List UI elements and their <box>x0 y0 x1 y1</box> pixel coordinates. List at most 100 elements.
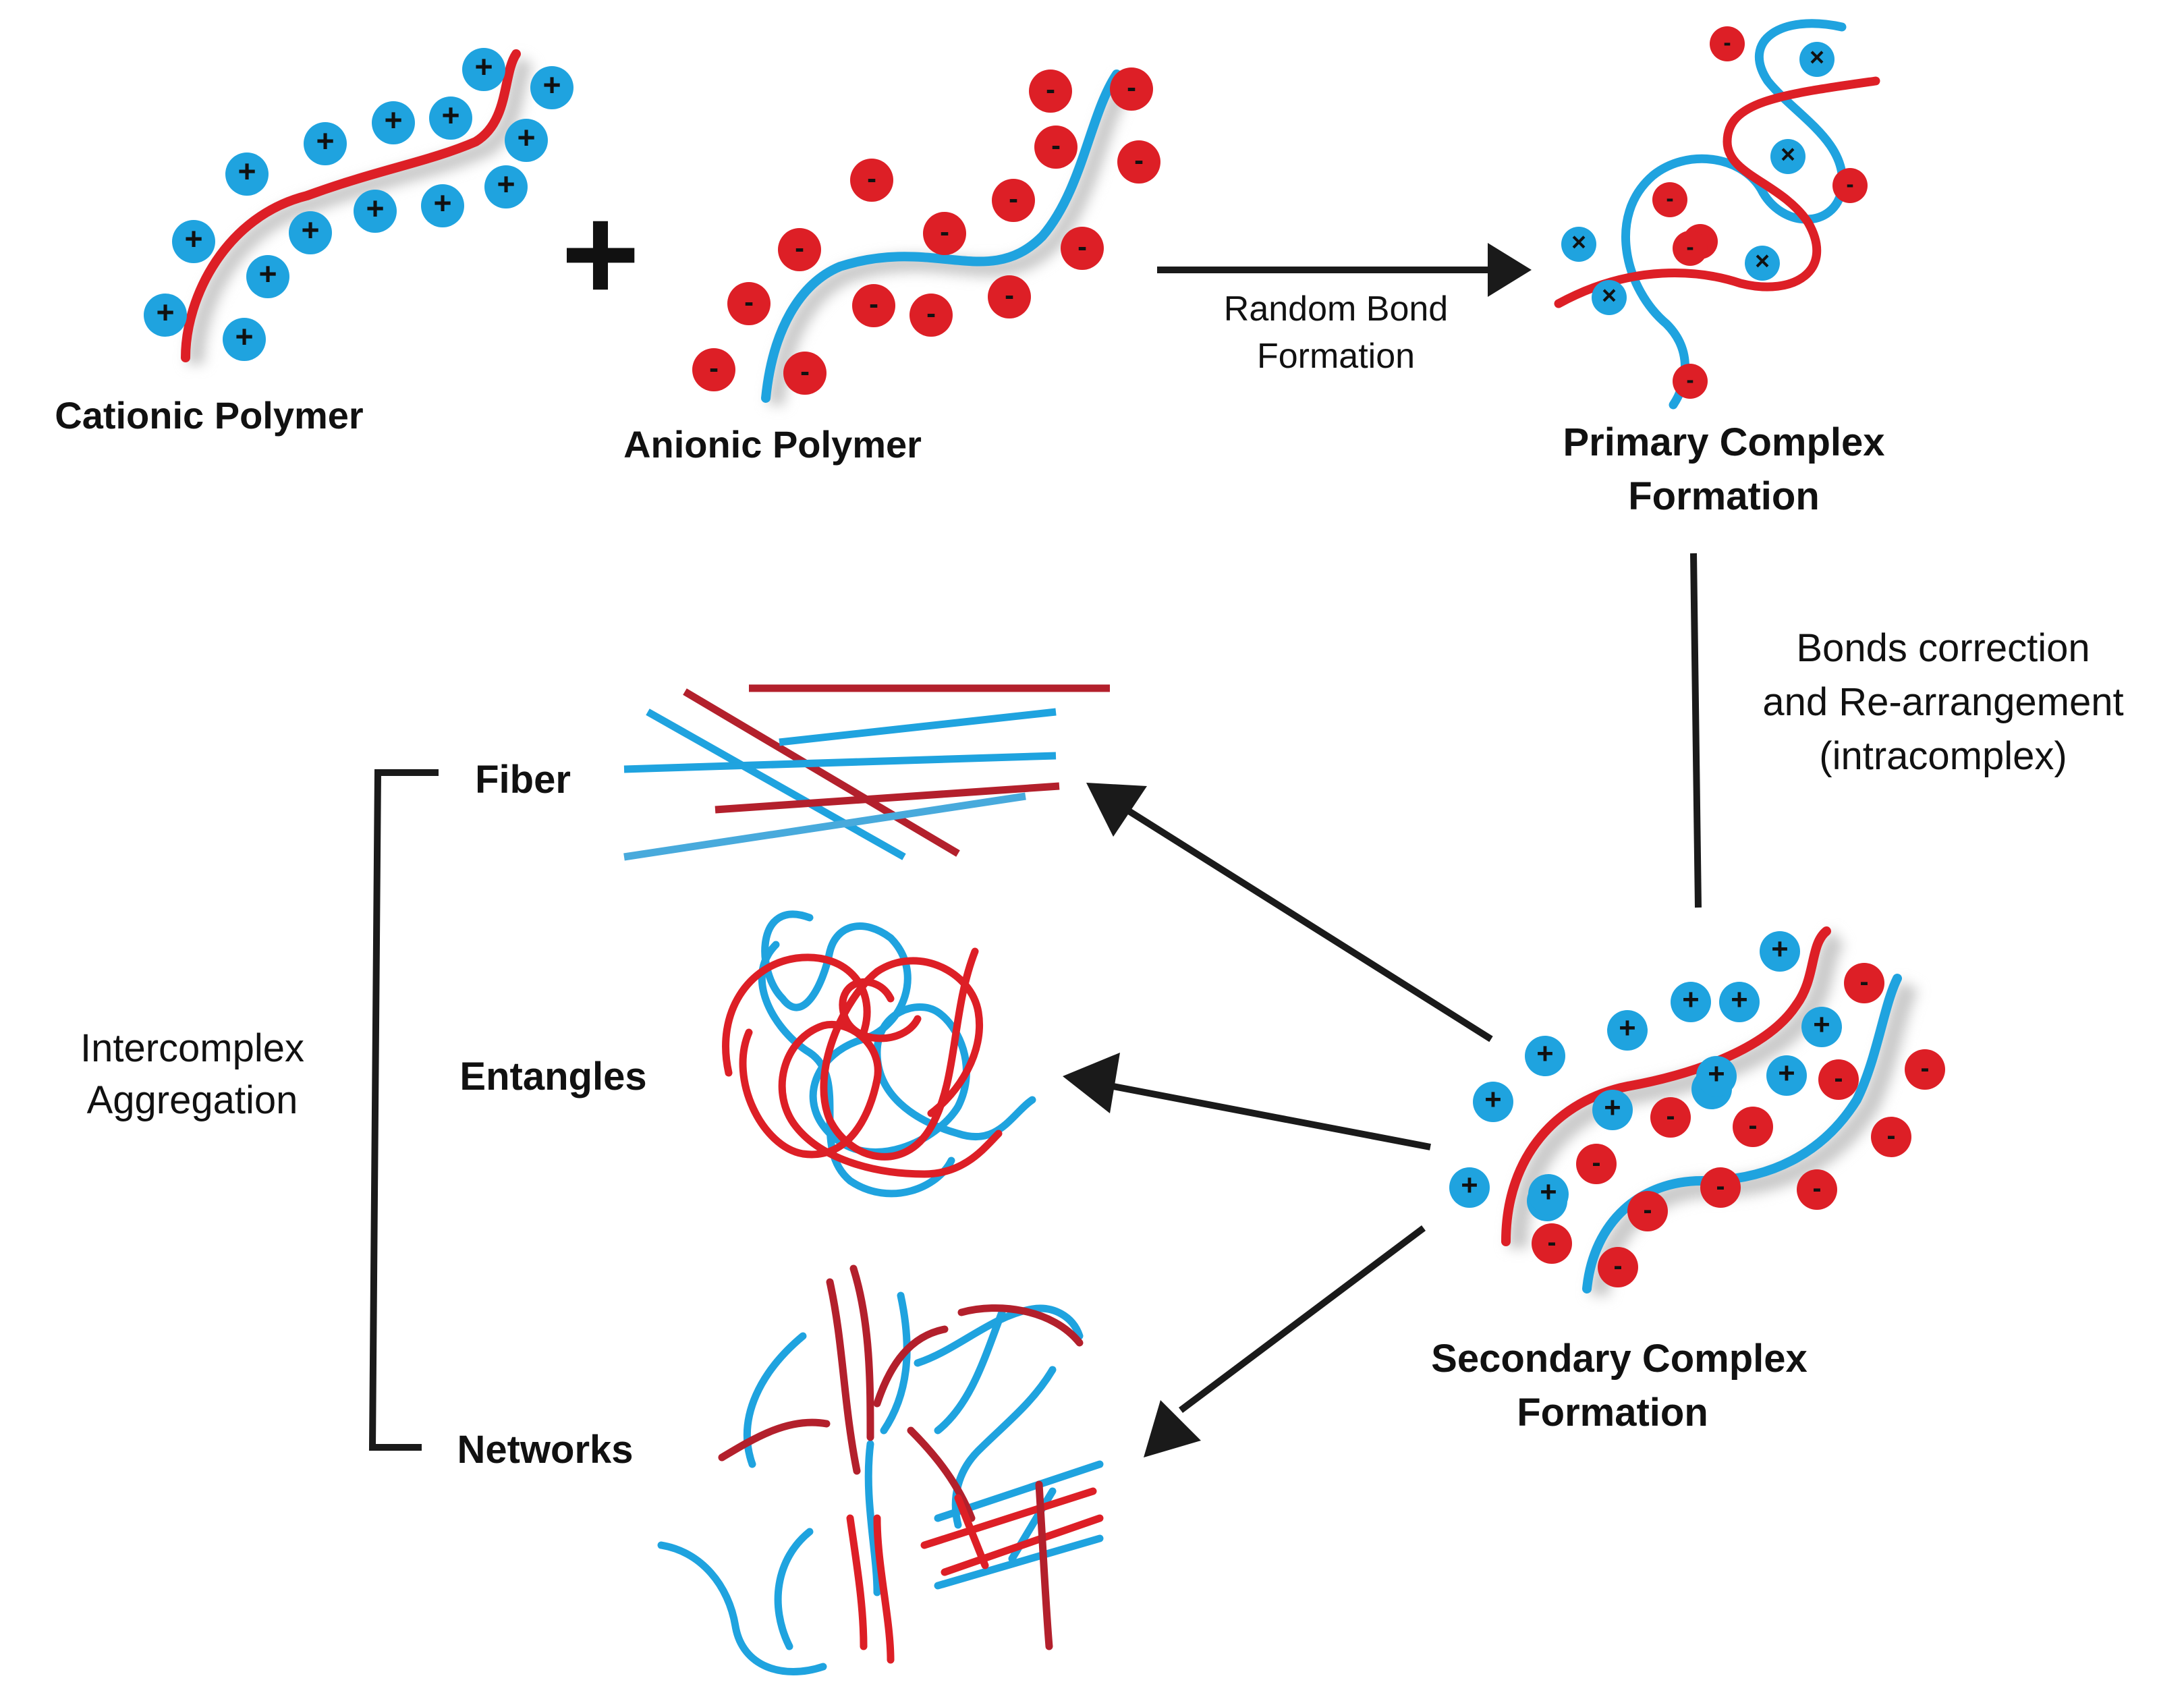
networks-label: Networks <box>457 1428 633 1472</box>
svg-text:+: + <box>542 67 561 103</box>
positive-charge-icon: + <box>1801 1007 1842 1047</box>
positive-charge-icon: + <box>1473 1082 1513 1122</box>
svg-text:-: - <box>1134 144 1144 176</box>
negative-charge-icon: - <box>783 352 827 395</box>
svg-text:+: + <box>1619 1012 1635 1045</box>
svg-text:-: - <box>926 298 936 329</box>
svg-text:×: × <box>1755 246 1770 275</box>
svg-text:+: + <box>184 221 202 256</box>
negative-charge-icon: - <box>1650 1097 1691 1138</box>
svg-text:+: + <box>366 191 384 226</box>
svg-text:-: - <box>795 232 804 264</box>
svg-text:+: + <box>1536 1038 1553 1070</box>
positive-charge-icon: + <box>289 211 332 254</box>
bonds-correction-label-line1: Bonds correction <box>1796 626 2090 670</box>
svg-text:+: + <box>1813 1009 1830 1041</box>
bond-charge-icon: × <box>1799 42 1835 77</box>
positive-charge-icon: + <box>421 184 464 227</box>
svg-text:×: × <box>1602 281 1617 309</box>
negative-charge-icon: - <box>1905 1049 1945 1090</box>
positive-charge-icon: + <box>225 152 269 196</box>
svg-text:-: - <box>1667 1102 1675 1131</box>
positive-charge-icon: + <box>1766 1055 1807 1096</box>
svg-text:-: - <box>1749 1111 1758 1140</box>
cationic-polymer-label: Cationic Polymer <box>55 394 363 437</box>
negative-charge-icon: - <box>1733 1107 1773 1147</box>
svg-text:+: + <box>258 256 277 291</box>
arrow-to-networks <box>1144 1225 1426 1457</box>
random-bond-label-line2: Formation <box>1257 337 1415 376</box>
positive-charge-icon: + <box>223 318 266 361</box>
svg-text:×: × <box>1571 227 1586 256</box>
negative-charge-icon: - <box>1061 227 1104 270</box>
svg-text:-: - <box>1051 130 1061 161</box>
aggregation-bracket <box>368 769 439 1451</box>
positive-charge-icon: + <box>1671 982 1711 1022</box>
secondary-complex-blue-chain <box>1582 974 1902 1293</box>
svg-text:+: + <box>1708 1058 1725 1090</box>
svg-text:-: - <box>1723 30 1731 55</box>
positive-charge-icon: + <box>484 165 528 208</box>
secondary-complex-charges: ++++++++++++++------------ <box>1449 931 1945 1287</box>
svg-text:-: - <box>1846 171 1853 197</box>
primary-complex-red-chain <box>1554 76 1880 308</box>
anionic-charges: --------------- <box>692 67 1160 395</box>
negative-charge-icon: - <box>1673 231 1708 266</box>
negative-charge-icon: - <box>1598 1247 1638 1287</box>
negative-charge-icon: - <box>1029 69 1072 113</box>
svg-text:-: - <box>1686 234 1693 260</box>
svg-text:+: + <box>1461 1169 1478 1202</box>
svg-text:-: - <box>1686 367 1693 393</box>
positive-charge-icon: + <box>144 294 187 337</box>
negative-charge-icon: - <box>988 275 1031 318</box>
positive-charge-icon: + <box>505 119 548 162</box>
cationic-polymer-icon: +++++++++++++++ <box>144 48 573 365</box>
negative-charge-icon: - <box>727 282 771 325</box>
svg-text:-: - <box>1813 1174 1822 1203</box>
svg-text:-: - <box>1887 1121 1896 1150</box>
negative-charge-icon: - <box>1832 168 1868 203</box>
primary-complex-blue-chain <box>1621 19 1847 410</box>
svg-text:-: - <box>1921 1054 1930 1083</box>
negative-charge-icon: - <box>909 294 953 337</box>
fiber-label: Fiber <box>475 758 571 802</box>
networks-icon <box>657 1264 1104 1675</box>
fiber-icon <box>623 684 1110 861</box>
bond-charge-icon: × <box>1770 139 1805 174</box>
bonds-correction-label-line2: and Re-arrangement <box>1762 680 2123 724</box>
negative-charge-icon: - <box>1871 1117 1911 1157</box>
svg-text:-: - <box>800 356 810 387</box>
positive-charge-icon: + <box>1525 1036 1565 1076</box>
negative-charge-icon: - <box>1710 26 1745 61</box>
svg-text:+: + <box>301 213 319 248</box>
primary-complex-label-line1: Primary Complex <box>1563 420 1884 464</box>
svg-text:-: - <box>1005 279 1014 311</box>
positive-charge-icon: + <box>372 101 415 144</box>
random-bond-label-line1: Random Bond <box>1224 289 1448 329</box>
negative-charge-icon: - <box>1673 364 1708 399</box>
positive-charge-icon: + <box>1719 982 1760 1022</box>
secondary-complex-red-chain <box>1501 926 1831 1246</box>
svg-text:+: + <box>1778 1057 1795 1090</box>
primary-complex-label-line2: Formation <box>1628 474 1820 518</box>
negative-charge-icon: - <box>1700 1167 1741 1208</box>
anionic-polymer-chain <box>761 69 1121 403</box>
secondary-complex-label-line2: Formation <box>1517 1391 1708 1435</box>
svg-text:-: - <box>869 288 878 320</box>
svg-text:+: + <box>433 186 451 221</box>
secondary-complex-label-line1: Secondary Complex <box>1431 1337 1808 1381</box>
bond-charge-icon: × <box>1745 246 1780 281</box>
negative-charge-icon: - <box>1117 140 1160 184</box>
svg-text:-: - <box>1009 183 1018 215</box>
svg-text:+: + <box>235 319 253 354</box>
cationic-polymer-chain <box>181 49 521 362</box>
svg-text:-: - <box>709 352 719 384</box>
negative-charge-icon: - <box>1110 67 1153 111</box>
svg-text:+: + <box>1771 933 1788 966</box>
svg-text:+: + <box>1731 984 1747 1016</box>
primary-complex-icon: ------××××× <box>1554 19 1880 410</box>
svg-text:-: - <box>744 286 754 318</box>
negative-charge-icon: - <box>992 179 1035 222</box>
svg-text:-: - <box>1127 72 1136 103</box>
